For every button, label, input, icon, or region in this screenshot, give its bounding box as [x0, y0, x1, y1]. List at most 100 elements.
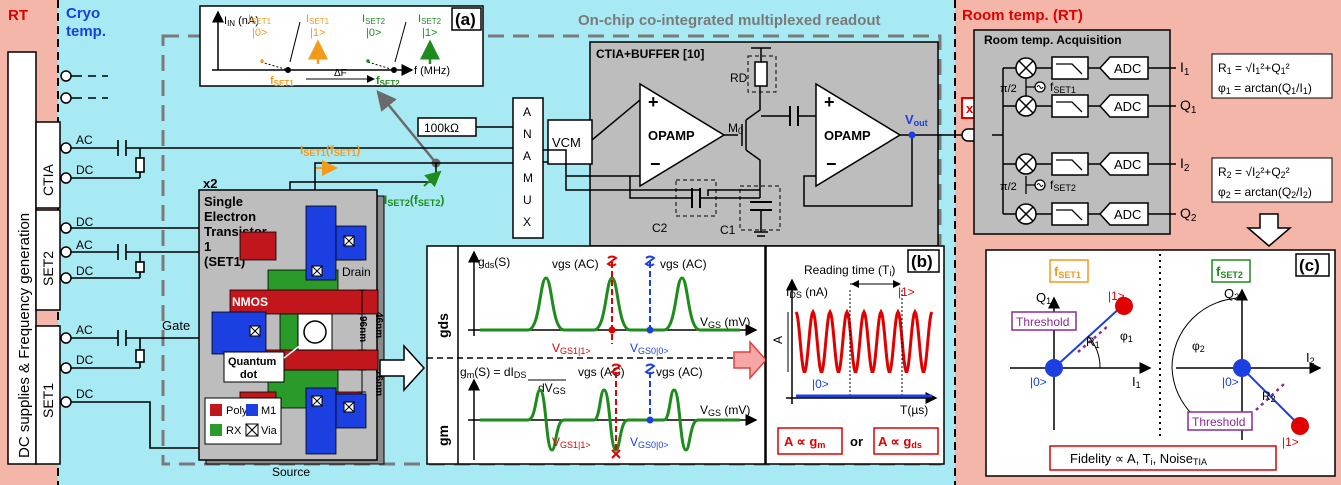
- set1-dc2-label: DC: [76, 387, 94, 401]
- set1-title-line: Single: [204, 194, 243, 209]
- lowpass-filter: [1051, 202, 1089, 226]
- set1-supply-label: SET1: [40, 383, 56, 418]
- quantum-dot-icon: [303, 320, 327, 344]
- opamp-2: [815, 82, 902, 188]
- panel-c-tag: (c): [1299, 256, 1320, 275]
- gds-vgs-ac-1: vgs (AC): [552, 257, 599, 271]
- supply-box: [7, 51, 37, 465]
- x2-label: x2: [203, 176, 217, 191]
- set2-ac-label: AC: [76, 238, 93, 252]
- gds-vgs-ac-2: vgs (AC): [660, 257, 707, 271]
- c2-label: C2: [652, 221, 668, 235]
- adc-block: [1098, 152, 1149, 176]
- cryo-label-2: temp.: [66, 23, 106, 40]
- resistor-label: 100kΩ: [424, 121, 459, 135]
- ctia-supply-block: [35, 121, 61, 209]
- opamp-2-label: OPAMP: [824, 128, 871, 143]
- set2-supply-block: [35, 209, 61, 311]
- vcm-block: [547, 119, 593, 165]
- gm-vgs-ac-1: vgs (AC): [578, 365, 625, 379]
- anamux-letter: U: [523, 193, 532, 207]
- set1-dc-label: DC: [76, 353, 94, 367]
- svg-text:−: −: [650, 154, 661, 174]
- rd-label: RD: [730, 71, 748, 85]
- lowpass-icon: [1056, 159, 1083, 171]
- vcm-label: VCM: [552, 135, 581, 150]
- lo-frequency-label: fSET2: [1050, 178, 1076, 193]
- c-r1: R1: [1086, 335, 1100, 350]
- formula-box-1: [1211, 53, 1333, 99]
- c-state1-label-1: |1>: [1108, 289, 1125, 303]
- c-i1: I1: [1132, 374, 1141, 390]
- panel-a-iset2-0: ISET2: [362, 13, 386, 26]
- c1-label: C1: [720, 223, 736, 237]
- q2-output: Q2: [1180, 205, 1197, 224]
- anamux-letter: M: [523, 171, 533, 185]
- ctia-dc-label: DC: [76, 163, 94, 177]
- lowpass-icon: [1056, 63, 1083, 75]
- m0-label: M0: [728, 121, 743, 136]
- dim-46nm: 46nm: [373, 312, 384, 338]
- c-threshold-2: Threshold: [1192, 415, 1245, 429]
- anamux-letter: A: [523, 105, 531, 119]
- anamux-letter: A: [523, 149, 531, 163]
- i1-output: I1: [1180, 59, 1190, 78]
- panel-a-iset1-1: ISET1: [306, 13, 330, 26]
- ctia-supply-label: CTIA: [40, 163, 56, 196]
- c-state1-point-2: [1291, 417, 1309, 435]
- panel-a-fset1: fSET1: [270, 75, 294, 88]
- gm-vgs1-label: VGS1|1>: [552, 435, 591, 450]
- adc-label: ADC: [1114, 99, 1141, 114]
- iset2-signal-label: ISET2(fSET2): [384, 193, 444, 208]
- ids-axis-label: IDS (nA): [786, 285, 828, 300]
- anamux-letter: X: [523, 215, 531, 229]
- set2-dc2-label: DC: [76, 264, 94, 278]
- adc-label: ADC: [1114, 61, 1141, 76]
- ids-state1: |1>: [898, 285, 915, 299]
- onchip-label: On-chip co-integrated multiplexed readou…: [578, 12, 881, 29]
- opamp-1-label: OPAMP: [648, 128, 695, 143]
- gds-vgs1-label: VGS1|1>: [552, 341, 591, 356]
- legend-rx: RX: [226, 425, 242, 437]
- fidelity-box: [1049, 445, 1277, 471]
- gate-label: Gate: [162, 318, 190, 333]
- lowpass-icon: [1056, 101, 1083, 113]
- svg-text:+: +: [648, 92, 659, 112]
- panel-c-fset1: fSET1: [1054, 264, 1081, 280]
- set1-title-line: 1: [204, 239, 211, 254]
- gm-measure-label: gm: [435, 425, 451, 446]
- c-state0-point-1: [1045, 359, 1063, 377]
- legend-poly: Poly: [226, 405, 248, 417]
- lowpass-filter: [1051, 56, 1089, 80]
- panel-a-state0-set2: |0>: [366, 27, 381, 39]
- adc-block: [1098, 202, 1149, 226]
- r1-formula: R1 = √I1²+Q1²: [1218, 61, 1290, 76]
- cryo-label-1: Cryo: [66, 5, 100, 22]
- ids-oscillation: [794, 308, 934, 373]
- panel-a-state0-set1: |0>: [252, 27, 267, 39]
- amplitude-label: A: [771, 336, 785, 344]
- i2-output: I2: [1180, 155, 1190, 174]
- gm-vgs-ac-2: vgs (AC): [656, 365, 703, 379]
- panel-a-state1-set2: |1>: [422, 27, 437, 39]
- gm-curve: [480, 388, 740, 452]
- phase-shift-label: π/2: [1000, 181, 1017, 193]
- qdot-label-2: dot: [240, 369, 257, 381]
- lowpass-filter: [1051, 94, 1089, 118]
- c-threshold-1: Threshold: [1016, 315, 1069, 329]
- panel-a-xaxis: f (MHz): [414, 65, 450, 77]
- set1-title-line: (SET1): [204, 254, 245, 269]
- svg-text:+: +: [824, 92, 835, 112]
- lowpass-icon: [1056, 209, 1083, 221]
- gm-axis-label: gm(S) = dIDS: [460, 365, 526, 380]
- legend-via: Via: [261, 425, 278, 437]
- c-state0-label-2: |0>: [1222, 375, 1239, 389]
- adc-block: [1098, 56, 1149, 80]
- r2-formula: R2 = √I2²+Q2²: [1218, 165, 1290, 180]
- c-state0-point-2: [1233, 359, 1251, 377]
- formula-box-2: [1211, 157, 1333, 203]
- panel-a-iset2-1: ISET2: [418, 13, 442, 26]
